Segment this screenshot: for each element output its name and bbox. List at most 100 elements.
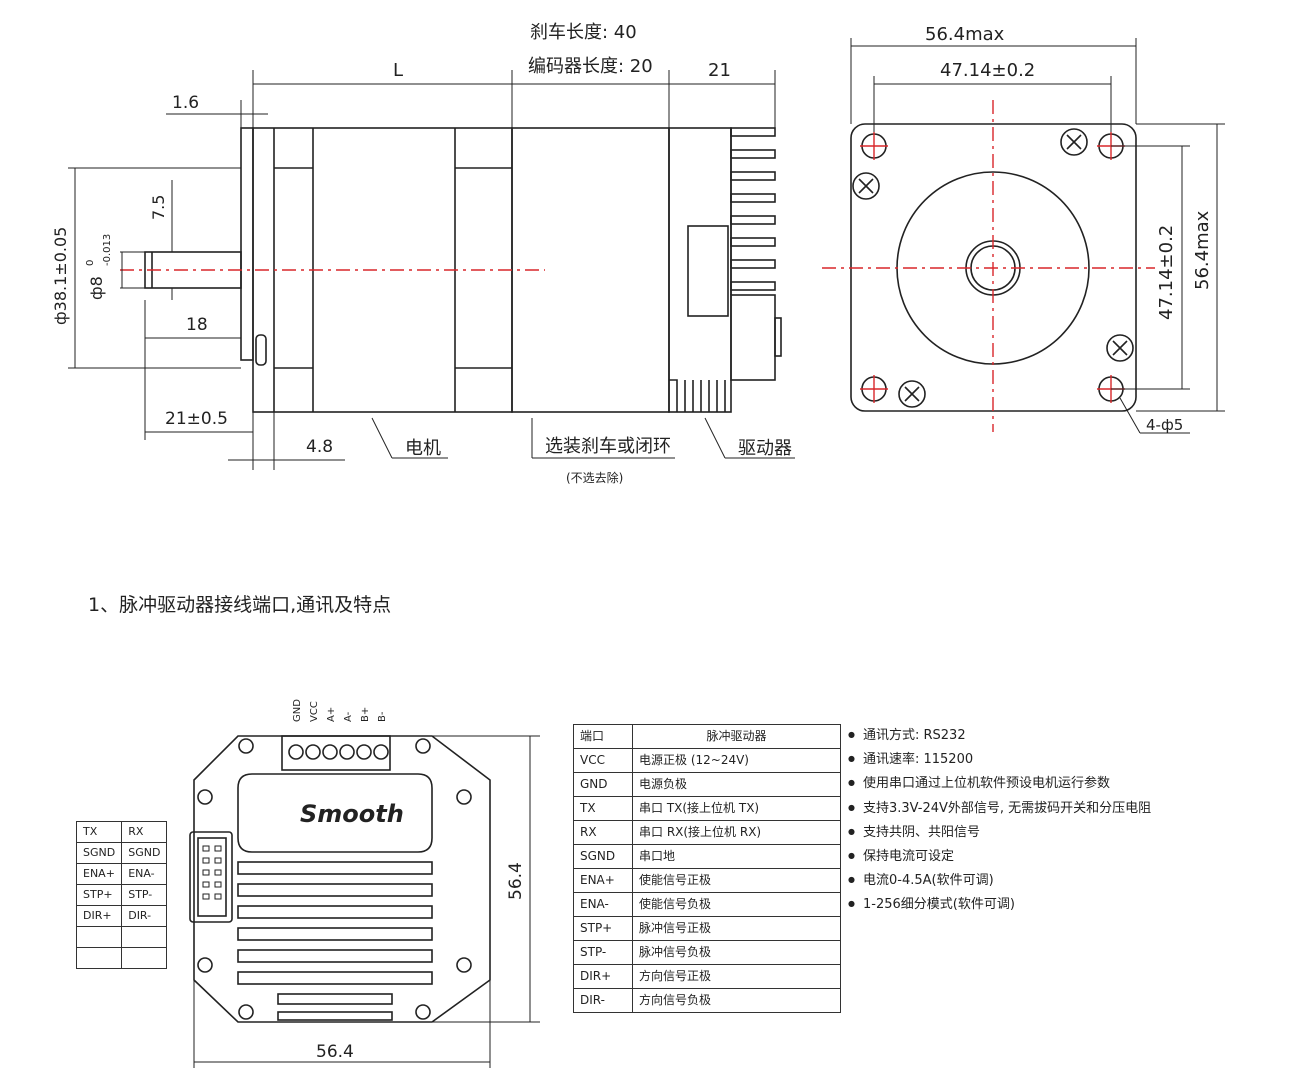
motor-label: 电机 [405, 438, 441, 459]
dim-4-8-label: 4.8 [306, 437, 333, 457]
driver-heatsink-fins [730, 127, 776, 295]
front-hole-spacing-vertical-label: 47.14±0.2 [1156, 225, 1177, 320]
table-cell: SGND [573, 844, 633, 869]
dim-21-label: 21 [708, 60, 731, 81]
table-cell: STP- [573, 940, 633, 965]
pin-label-vcc: VCC [309, 701, 320, 722]
table-cell: ENA+ [75, 863, 123, 885]
table-cell: ENA+ [573, 868, 633, 893]
dim-21-05-label: 21±0.5 [165, 409, 228, 429]
list-item: 通讯方式: RS232 [848, 724, 1151, 748]
dim-8-tol-bottom: -0.013 [102, 234, 113, 266]
table-cell: STP+ [573, 916, 633, 941]
dim-38-label: ф38.1±0.05 [51, 227, 70, 325]
connector-width-label: 56.4 [316, 1042, 354, 1062]
table-row: STP+STP- [75, 884, 168, 906]
table-row: DIR+方向信号正极 [573, 964, 841, 989]
table-cell: 脉冲信号负极 [632, 940, 841, 965]
table-cell: ENA- [121, 863, 168, 885]
optional-note: (不选去除) [566, 470, 623, 485]
front-height-max-label: 56.4max [1192, 210, 1213, 290]
feature-list: 通讯方式: RS232 通讯速率: 115200 使用串口通过上位机软件预设电机… [848, 724, 1151, 918]
connector-heatsink-slots [237, 861, 433, 1021]
table-cell: 串口 RX(接上位机 RX) [632, 820, 841, 845]
dim-8-tol-top: 0 [85, 260, 96, 266]
pin-label-b-plus: B+ [360, 707, 371, 722]
pin-label-b-minus: B- [377, 711, 388, 722]
table-cell: SGND [75, 842, 123, 864]
optional-label: 选装刹车或闭环 [545, 436, 671, 457]
list-item: 使用串口通过上位机软件预设电机运行参数 [848, 772, 1151, 796]
table-cell: STP+ [75, 884, 123, 906]
hole-count-label: 4-ф5 [1146, 416, 1183, 434]
front-width-max-label: 56.4max [925, 24, 1005, 45]
table-cell [75, 947, 123, 969]
brand-logo: Smooth [300, 800, 404, 828]
list-item: 支持共阴、共阳信号 [848, 821, 1151, 845]
table-row: DIR+DIR- [75, 905, 168, 927]
table-row: ENA-使能信号负极 [573, 892, 841, 917]
table-cell: ENA- [573, 892, 633, 917]
pin-label-a-plus: A+ [326, 707, 337, 722]
table-cell: TX [573, 796, 633, 821]
front-hole-spacing-label: 47.14±0.2 [940, 60, 1035, 81]
dim-7-5-label: 7.5 [149, 195, 168, 220]
table-cell: TX [75, 821, 123, 843]
table-cell: 方向信号正极 [632, 964, 841, 989]
table-row: DIR-方向信号负极 [573, 988, 841, 1013]
table-cell: SGND [121, 842, 168, 864]
motor-side-view: 刹车长度: 40 编码器长度: 20 L 21 1.6 [51, 22, 795, 485]
driver-connector-view: GND VCC A+ A- B+ B- Smooth [189, 699, 540, 1068]
length-L-label: L [393, 60, 403, 81]
table-cell [75, 926, 123, 948]
header-port: 端口 [573, 724, 633, 749]
table-row: ENA+使能信号正极 [573, 868, 841, 893]
dim-8-label: ф8 [87, 276, 106, 300]
table-cell: DIR- [573, 988, 633, 1013]
table-cell: 使能信号正极 [632, 868, 841, 893]
table-cell: 电源负极 [632, 772, 841, 797]
motor-front-view: 56.4max 47.14±0.2 [822, 24, 1225, 434]
section-title: 1、脉冲驱动器接线端口,通讯及特点 [88, 594, 392, 616]
table-cell: 电源正极 (12~24V) [632, 748, 841, 773]
table-cell: DIR+ [75, 905, 123, 927]
list-item: 1-256细分模式(软件可调) [848, 893, 1151, 917]
table-header-row: 端口 脉冲驱动器 [573, 724, 841, 749]
signal-connector-pins [202, 845, 222, 900]
table-cell: 脉冲信号正极 [632, 916, 841, 941]
table-cell: 方向信号负极 [632, 988, 841, 1013]
encoder-length-label: 编码器长度: 20 [528, 56, 653, 77]
screw-heads [852, 128, 1134, 408]
pin-label-a-minus: A- [343, 711, 354, 722]
table-cell: STP- [121, 884, 168, 906]
table-cell: 串口地 [632, 844, 841, 869]
table-row: ENA+ENA- [75, 863, 168, 885]
table-row [75, 947, 168, 969]
table-cell: DIR+ [573, 964, 633, 989]
connector-height-label: 56.4 [506, 862, 526, 900]
table-cell: DIR- [121, 905, 168, 927]
brake-length-label: 刹车长度: 40 [530, 22, 637, 43]
list-item: 电流0-4.5A(软件可调) [848, 869, 1151, 893]
dim-18-label: 18 [186, 315, 208, 335]
header-driver: 脉冲驱动器 [632, 724, 841, 749]
table-row [75, 926, 168, 948]
table-cell [121, 926, 168, 948]
table-cell: RX [573, 820, 633, 845]
dim-1-6-label: 1.6 [172, 93, 199, 113]
table-cell: VCC [573, 748, 633, 773]
list-item: 支持3.3V-24V外部信号, 无需拔码开关和分压电阻 [848, 797, 1151, 821]
table-cell: 使能信号负极 [632, 892, 841, 917]
table-cell: RX [121, 821, 168, 843]
table-row: STP+脉冲信号正极 [573, 916, 841, 941]
